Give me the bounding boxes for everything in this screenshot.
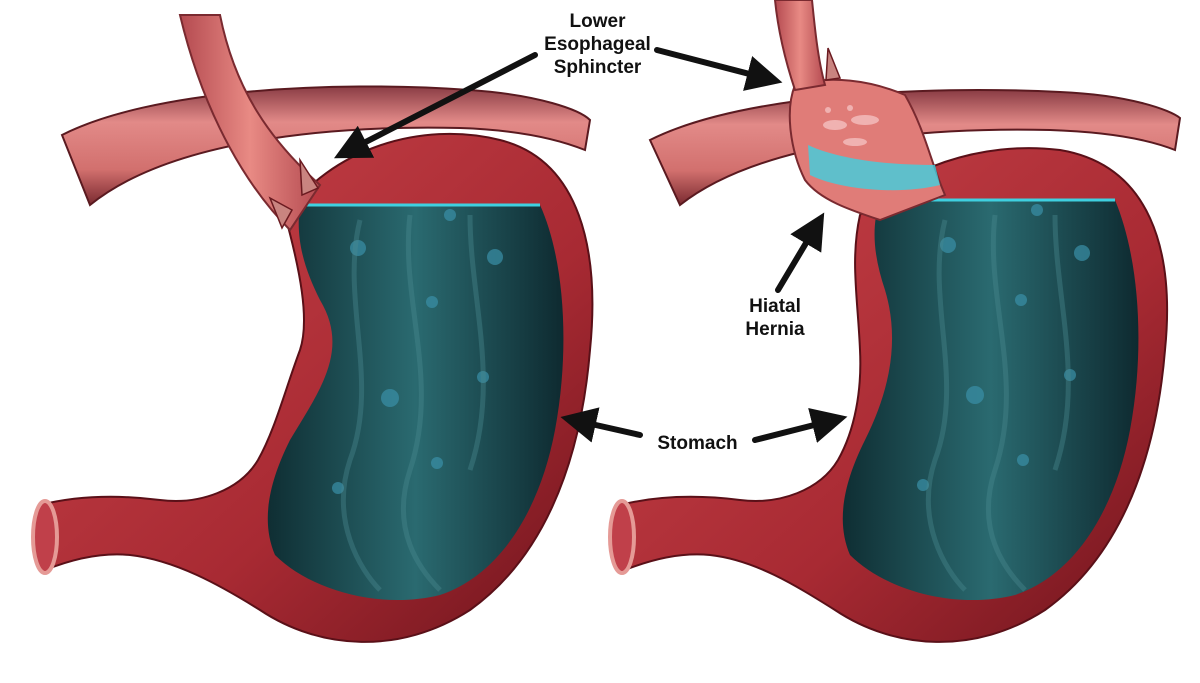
label-stomach: Stomach <box>645 432 750 455</box>
pylorus-right <box>608 499 636 575</box>
label-line: Esophageal <box>544 34 651 55</box>
arrow-les-left <box>333 52 538 159</box>
label-line: Lower <box>569 11 626 32</box>
label-line: Hernia <box>745 319 805 340</box>
hiatal-hernia-illustration <box>608 0 1182 643</box>
label-line: Stomach <box>657 433 738 454</box>
arrow-stomach-right <box>752 407 848 443</box>
label-line: Hiatal <box>749 296 801 317</box>
label-lower-esophageal-sphincter: Lower Esophageal Sphincter <box>530 10 665 79</box>
arrow-stomach-left <box>560 407 643 443</box>
label-line: Sphincter <box>553 57 642 78</box>
annotation-arrows <box>333 47 848 443</box>
arrow-hernia <box>775 212 825 293</box>
normal-stomach-illustration <box>31 14 594 643</box>
label-hiatal-hernia: Hiatal Hernia <box>720 295 830 341</box>
stomach-lumen-left <box>267 205 564 601</box>
arrow-les-right <box>654 47 783 91</box>
esophagus-right <box>773 0 827 92</box>
esophagus-left <box>178 14 322 232</box>
stomach-lumen-right <box>842 200 1139 601</box>
pylorus-left <box>31 499 59 575</box>
